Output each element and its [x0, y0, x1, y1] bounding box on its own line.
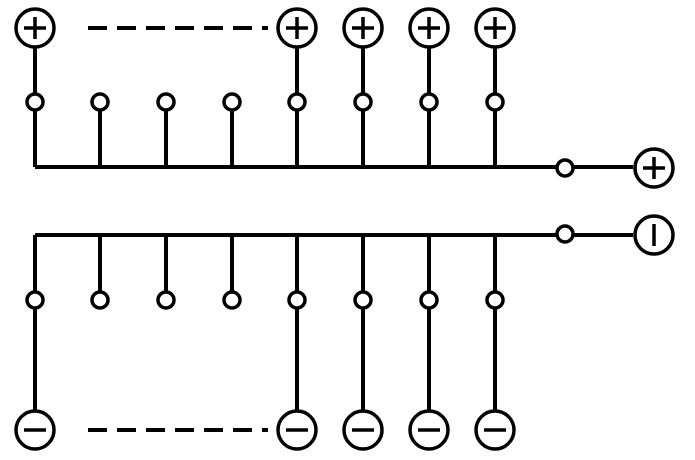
- connection-node-icon: [25, 290, 45, 310]
- minus-terminal-icon: [408, 409, 450, 451]
- minus-terminal-icon: [14, 409, 56, 451]
- connection-node-icon: [353, 290, 373, 310]
- connection-node-icon: [555, 224, 575, 244]
- negative-bus-group: [14, 214, 675, 451]
- minus-terminal-icon: [474, 409, 516, 451]
- plus-terminal-icon: [474, 7, 516, 49]
- positive-bus-group: [14, 7, 675, 189]
- connection-node-icon: [90, 92, 110, 112]
- connection-node-icon: [485, 290, 505, 310]
- plus-terminal-icon: [342, 7, 384, 49]
- connection-node-icon: [156, 92, 176, 112]
- connection-node-icon: [25, 92, 45, 112]
- connection-node-icon: [287, 92, 307, 112]
- plus-terminal-icon: [14, 7, 56, 49]
- connection-node-icon: [222, 290, 242, 310]
- minus-output-terminal-icon: [633, 214, 675, 256]
- plus-output-terminal-icon: [633, 147, 675, 189]
- connection-node-icon: [222, 92, 242, 112]
- connection-node-icon: [156, 290, 176, 310]
- connection-node-icon: [419, 290, 439, 310]
- plus-terminal-icon: [408, 7, 450, 49]
- connection-node-icon: [90, 290, 110, 310]
- connection-node-icon: [353, 92, 373, 112]
- connection-node-icon: [485, 92, 505, 112]
- connection-node-icon: [287, 290, 307, 310]
- connection-node-icon: [419, 92, 439, 112]
- minus-terminal-icon: [276, 409, 318, 451]
- connection-node-icon: [555, 158, 575, 178]
- minus-terminal-icon: [342, 409, 384, 451]
- plus-terminal-icon: [276, 7, 318, 49]
